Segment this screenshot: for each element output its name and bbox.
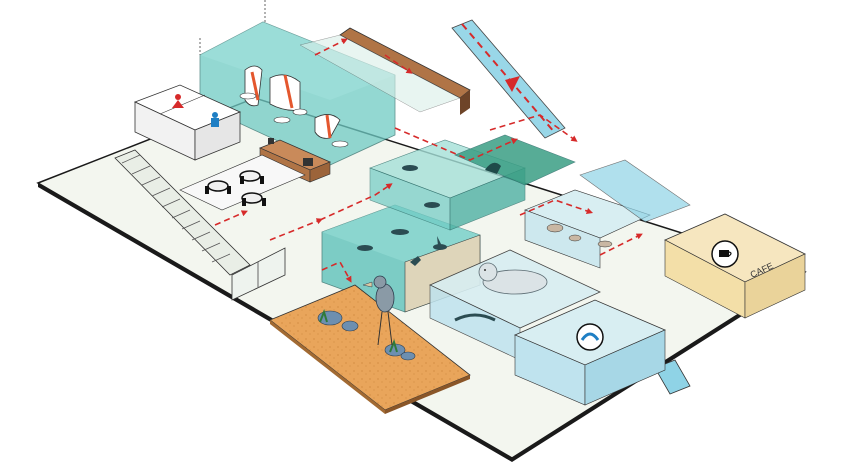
route-arrow (505, 76, 520, 92)
shoebill-habitat (269, 275, 471, 414)
restroom-block (133, 84, 242, 161)
seal-pool (429, 249, 601, 361)
table-set (205, 170, 266, 206)
pool-block (513, 299, 667, 406)
visitor-route (214, 38, 643, 283)
male-restroom-icon (211, 112, 219, 127)
coffee-cup-icon (711, 240, 739, 268)
female-restroom-icon (172, 94, 184, 108)
glass-screen (231, 247, 286, 301)
staircase (114, 149, 251, 276)
fish-silhouettes (357, 229, 447, 266)
sculpture-fins (239, 65, 349, 148)
seal-icon (576, 323, 604, 351)
rock-tank (524, 159, 691, 269)
seal (478, 262, 548, 295)
shoebill-bird (362, 275, 395, 346)
cafe-block: CAFE (664, 213, 806, 319)
gallery-bench (299, 27, 471, 115)
seating-area (179, 154, 306, 211)
